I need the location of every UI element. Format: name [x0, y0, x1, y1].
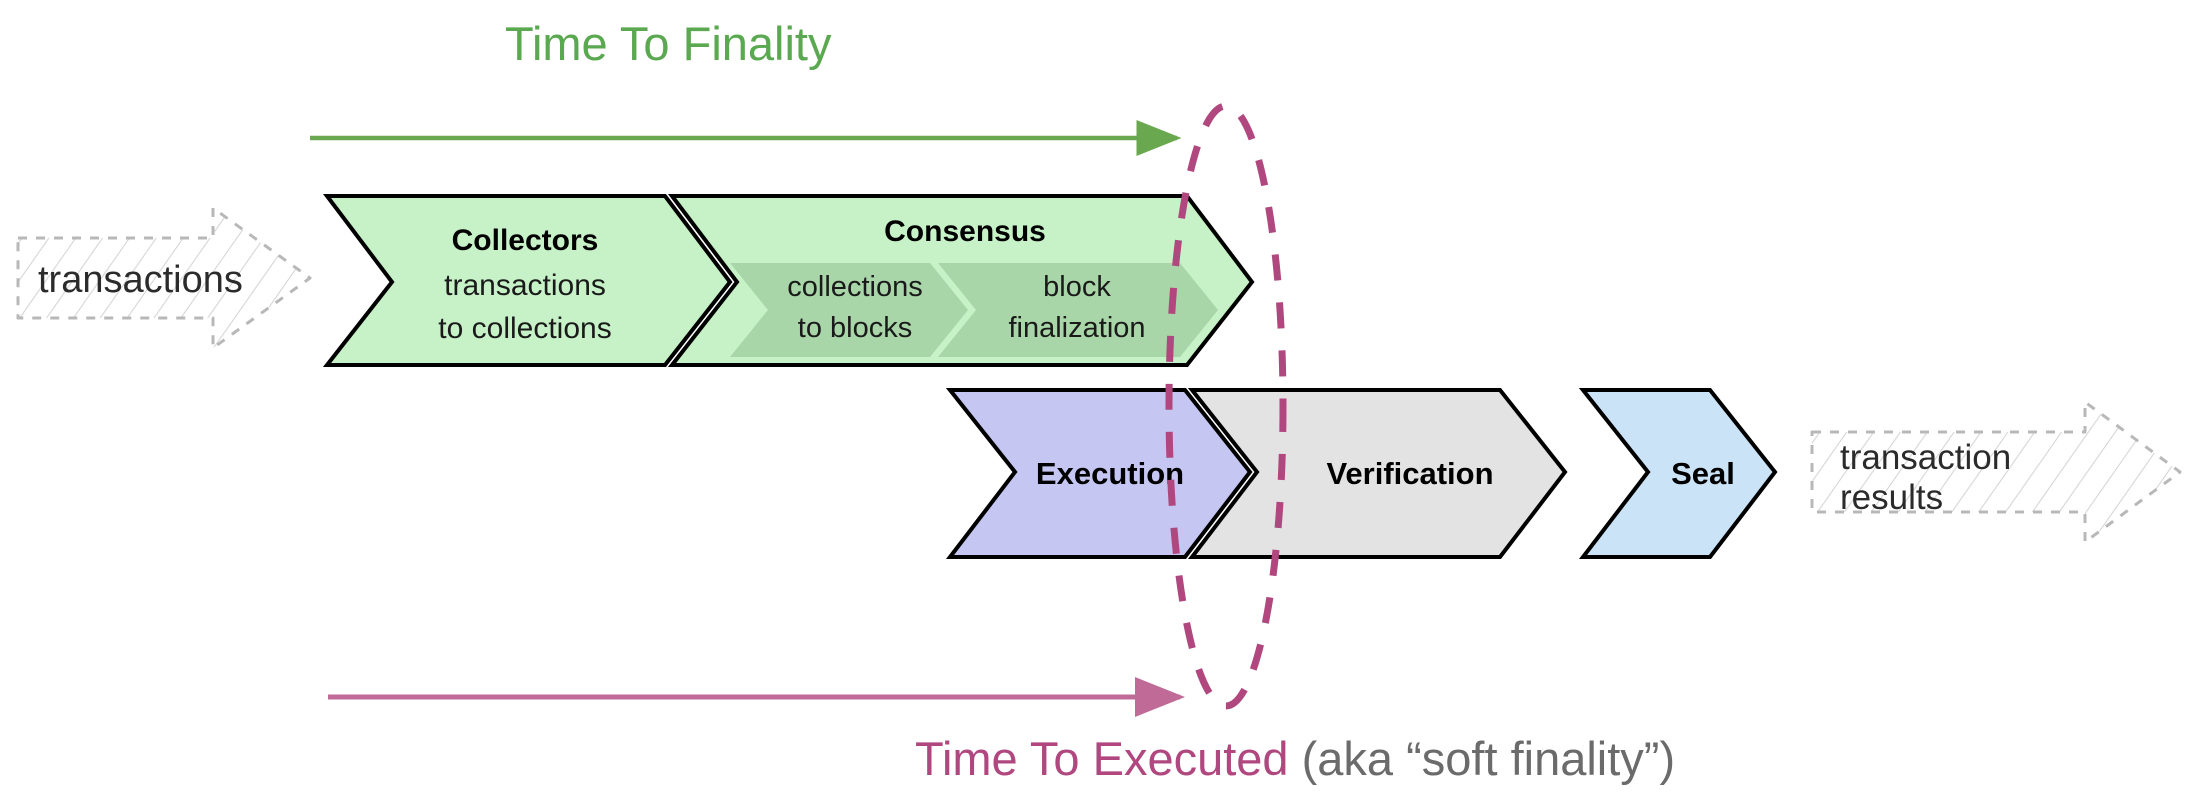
finality-boundary-ellipse	[1165, 102, 1287, 710]
consensus-step-collections-to-blocks[interactable]: collections to blocks	[730, 263, 968, 357]
time-to-finality-title: Time To Finality	[505, 17, 832, 70]
block-finalization-line-2: finalization	[1008, 312, 1145, 344]
chevron-execution[interactable]: Execution	[945, 388, 1253, 559]
ghost-transaction-results-out: transaction results	[1810, 400, 2182, 544]
chevron-collectors[interactable]: Collectors transactions to collections	[322, 194, 733, 367]
collectors-title: Collectors	[452, 224, 599, 257]
consensus-title: Consensus	[884, 215, 1046, 248]
ghost-transactions-in: transactions	[16, 206, 312, 350]
block-finalization-line-1: block	[1043, 271, 1111, 303]
execution-title: Execution	[1036, 456, 1184, 491]
time-to-executed-annotation: Time To Executed (aka “soft finality”)	[328, 677, 1675, 785]
time-to-finality-annotation: Time To Finality	[310, 17, 1182, 156]
ghost-transactions-label: transactions	[38, 259, 243, 301]
collections-to-blocks-line-2: to blocks	[798, 312, 912, 344]
chevron-consensus[interactable]: Consensus collections to blocks block fi…	[667, 194, 1255, 367]
collectors-subline-2: to collections	[438, 312, 611, 345]
ghost-transaction-results-line-1: transaction	[1840, 438, 2011, 477]
ghost-transaction-results-line-2: results	[1840, 478, 1943, 517]
chevron-seal[interactable]: Seal	[1578, 388, 1778, 559]
consensus-step-block-finalization[interactable]: block finalization	[938, 263, 1218, 357]
time-to-executed-title-group: Time To Executed (aka “soft finality”)	[915, 732, 1675, 785]
collectors-subline-1: transactions	[444, 269, 606, 302]
collections-to-blocks-line-1: collections	[787, 271, 922, 303]
verification-title: Verification	[1326, 456, 1493, 491]
seal-title: Seal	[1671, 456, 1735, 491]
time-to-executed-title-primary: Time To Executed	[915, 732, 1289, 785]
chevron-verification[interactable]: Verification	[1187, 388, 1568, 559]
time-to-executed-title-secondary: (aka “soft finality”)	[1289, 732, 1676, 785]
